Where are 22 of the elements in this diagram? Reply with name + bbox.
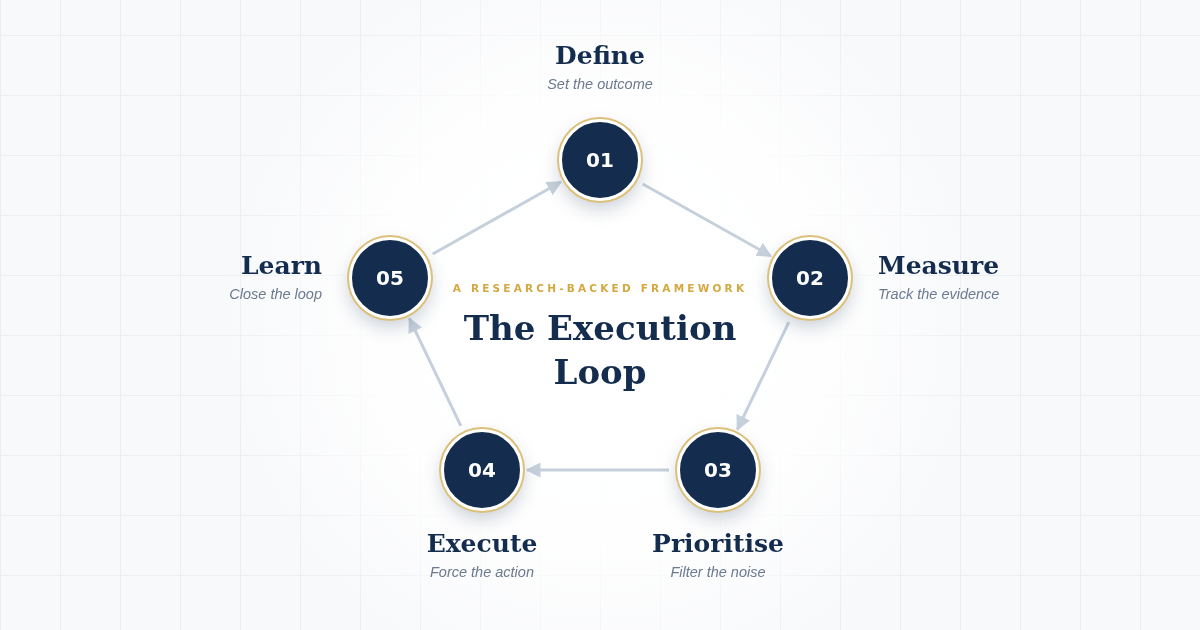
arrow xyxy=(525,462,669,478)
step-circle: 03 xyxy=(677,429,759,511)
step-title: Measure xyxy=(878,250,1000,282)
step-description: Set the outcome xyxy=(547,75,653,94)
step-title: Prioritise xyxy=(652,528,784,560)
step-title: Execute xyxy=(426,528,538,560)
title: The Execution Loop xyxy=(462,307,738,394)
step-title: Define xyxy=(555,40,645,72)
step-description: Filter the noise xyxy=(670,563,766,582)
tagline: A RESEARCH-BACKED FRAMEWORK xyxy=(452,282,748,294)
arrow xyxy=(408,317,463,427)
step-description: Close the loop xyxy=(229,285,322,304)
step-title: Learn xyxy=(240,250,322,282)
arrow xyxy=(642,182,773,258)
step-circle: 05 xyxy=(349,237,431,319)
step-circle: 04 xyxy=(441,429,523,511)
step-description: Track the evidence xyxy=(878,285,1000,304)
step-circle: 02 xyxy=(769,237,851,319)
step-description: Force the action xyxy=(430,563,534,582)
step-circle: 01 xyxy=(559,119,641,201)
arrow xyxy=(432,180,563,256)
arrow xyxy=(736,321,791,431)
